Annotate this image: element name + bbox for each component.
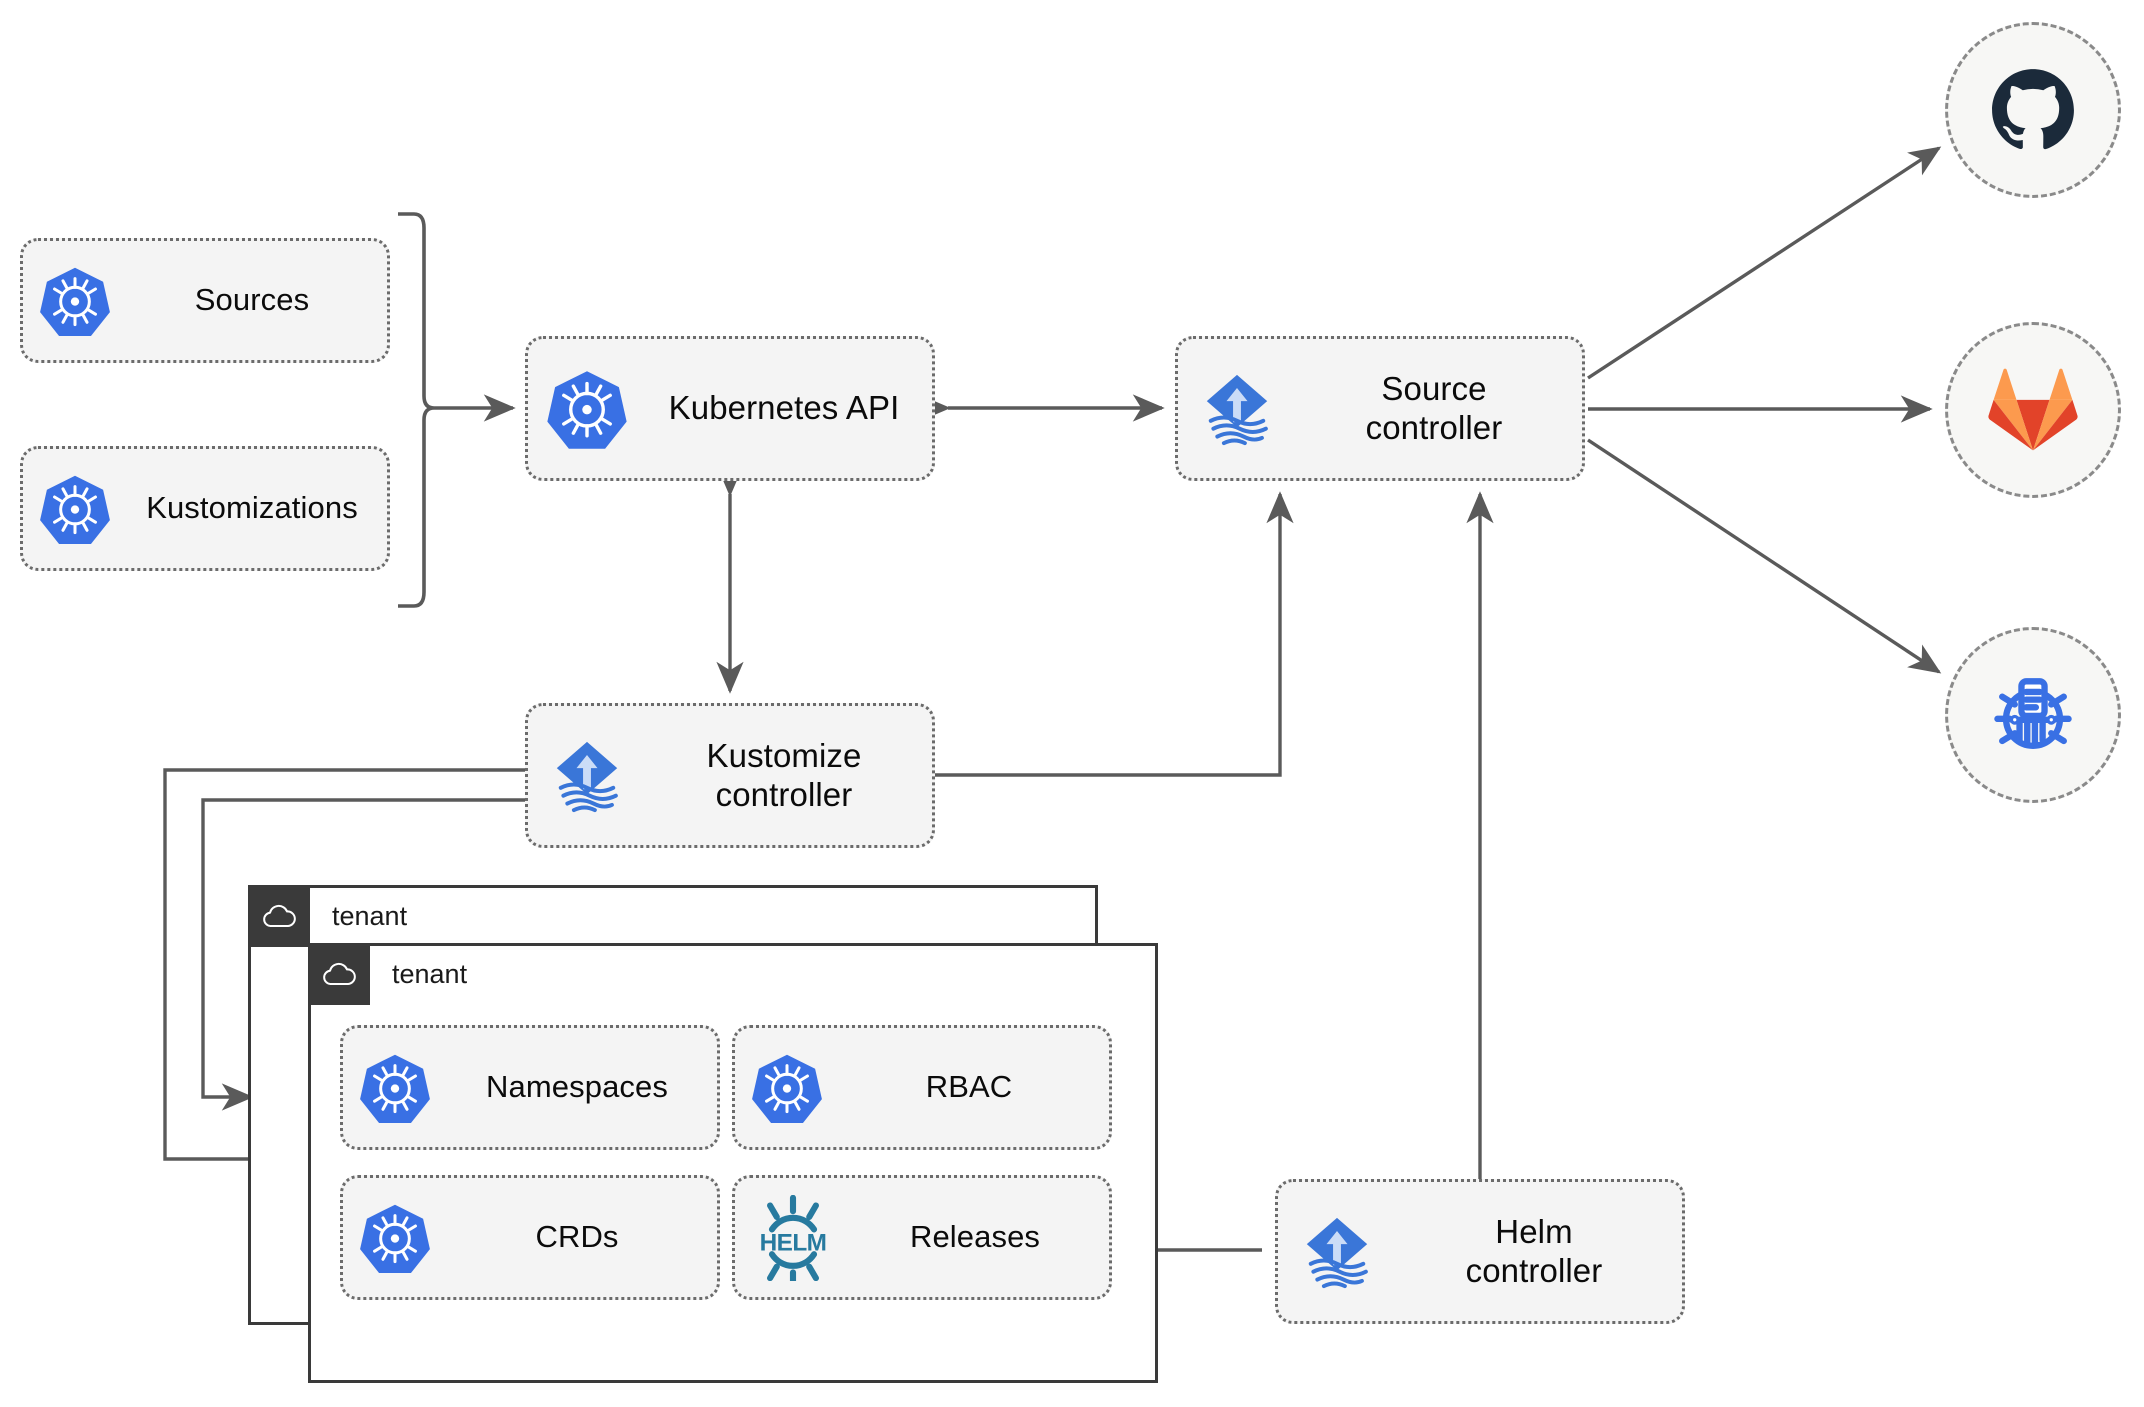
tenant-front[interactable]: tenant	[308, 943, 1158, 1383]
node-label: Helm controller	[1465, 1212, 1603, 1289]
node-label: Namespaces	[486, 1069, 668, 1105]
node-label: Source controller	[1365, 369, 1503, 446]
repo-gitlab[interactable]	[1945, 322, 2121, 498]
node-kubernetes-api[interactable]: Kubernetes API	[525, 336, 935, 481]
tenant-label: tenant	[392, 958, 468, 989]
edge-source-to-helm-repo	[1587, 438, 1942, 674]
node-releases[interactable]: HELM Releases	[732, 1175, 1112, 1300]
edge-source-group-bracket	[398, 212, 435, 608]
flux-icon	[1278, 1210, 1396, 1294]
helm-repo-icon	[1994, 678, 2072, 749]
helm-icon: HELM	[735, 1194, 851, 1281]
node-label: Kustomize controller	[706, 736, 862, 813]
node-crds[interactable]: CRDs	[340, 1175, 720, 1300]
flux-icon	[1178, 367, 1296, 451]
node-label: RBAC	[925, 1069, 1013, 1105]
kubernetes-icon	[343, 1051, 447, 1125]
kubernetes-icon	[23, 264, 127, 338]
github-icon	[1992, 69, 2074, 150]
kubernetes-icon	[343, 1201, 447, 1275]
node-rbac[interactable]: RBAC	[732, 1025, 1112, 1150]
node-label: Sources	[194, 282, 310, 318]
kubernetes-icon	[23, 472, 127, 546]
kubernetes-icon	[528, 367, 646, 451]
tenant-label: tenant	[332, 900, 408, 931]
node-label: CRDs	[535, 1219, 619, 1255]
tenant-header: tenant	[308, 943, 467, 1005]
flux-icon	[528, 734, 646, 818]
cloud-icon	[248, 885, 310, 947]
node-label: Releases	[909, 1219, 1041, 1255]
svg-text:HELM: HELM	[760, 1229, 827, 1256]
node-kustomize-controller[interactable]: Kustomize controller	[525, 703, 935, 848]
node-source-controller[interactable]: Source controller	[1175, 336, 1585, 481]
repo-helm-chart[interactable]	[1945, 627, 2121, 803]
node-kustomizations[interactable]: Kustomizations	[20, 446, 390, 571]
cloud-icon	[308, 943, 370, 1005]
repo-github[interactable]	[1945, 22, 2121, 198]
node-label: Kustomizations	[146, 490, 358, 526]
edge-kustomize-to-source-controller	[935, 491, 1294, 777]
gitlab-icon	[1988, 368, 2078, 451]
tenant-header: tenant	[248, 885, 407, 947]
kubernetes-icon	[735, 1051, 839, 1125]
node-namespaces[interactable]: Namespaces	[340, 1025, 720, 1150]
edge-source-to-github	[1587, 146, 1942, 380]
node-helm-controller[interactable]: Helm controller	[1275, 1179, 1685, 1324]
node-label: Kubernetes API	[668, 389, 900, 427]
node-sources[interactable]: Sources	[20, 238, 390, 363]
